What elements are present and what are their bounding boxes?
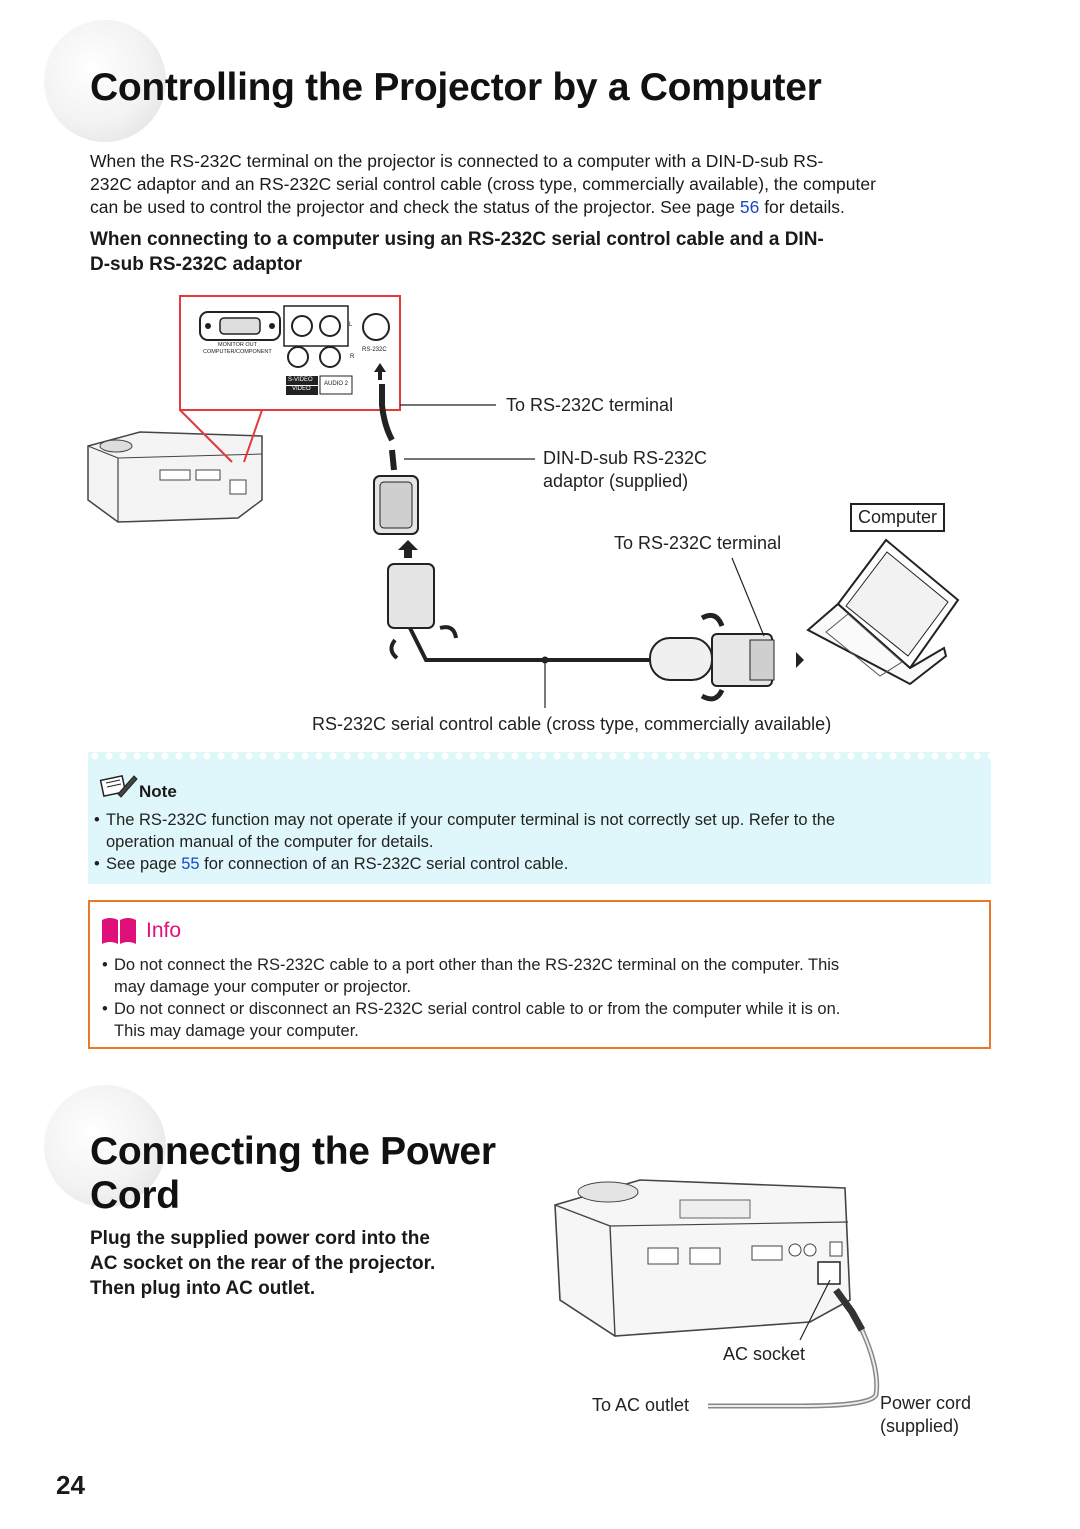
subheading-line: D-sub RS-232C adaptor — [90, 254, 303, 275]
note-item-2: • See page 55 for connection of an RS-232… — [94, 853, 984, 875]
note-text: operation manual of the computer for det… — [106, 833, 434, 851]
page-number: 24 — [56, 1470, 85, 1500]
page-link-55[interactable]: 55 — [181, 855, 200, 873]
rs232c-connection-diagram — [87, 295, 960, 708]
info-item-1: • Do not connect the RS-232C cable to a p… — [102, 954, 982, 998]
panel-label-monitor-out: MONITOR OUT — [218, 342, 258, 348]
intro-paragraph: When the RS-232C terminal on the project… — [90, 150, 995, 219]
intro-text: for details. — [759, 197, 845, 217]
panel-label-video: VIDEO — [292, 386, 311, 392]
label-power-cord-line: (supplied) — [880, 1416, 960, 1436]
instruction-line: Plug the supplied power cord into the — [90, 1228, 430, 1249]
label-power-cord: Power cord (supplied) — [880, 1392, 971, 1438]
label-to-ac-outlet: To AC outlet — [592, 1395, 690, 1415]
label-adaptor-line: adaptor (supplied) — [543, 471, 689, 491]
info-heading: Info — [146, 919, 182, 942]
panel-label-computer-component: COMPUTER/COMPONENT — [203, 349, 272, 355]
pencil-note-icon — [99, 774, 138, 798]
note-text: See page — [106, 855, 182, 873]
info-item-2: • Do not connect or disconnect an RS-232C… — [102, 998, 982, 1042]
bullet: • — [94, 811, 100, 829]
panel-label-r: R — [350, 354, 355, 360]
title-decoration-circle-2 — [44, 1085, 166, 1207]
panel-label-svideo: S-VIDEO — [288, 377, 313, 383]
panel-label-rs232c: RS-232C — [362, 347, 387, 353]
label-adaptor: DIN-D-sub RS-232C adaptor (supplied) — [543, 447, 707, 493]
bullet: • — [102, 956, 108, 974]
info-text: may damage your computer or projector. — [114, 978, 412, 996]
bullet: • — [102, 1000, 108, 1018]
section-title-power-cord: Connecting the Power Cord — [90, 1130, 496, 1218]
note-text: for connection of an RS-232C serial cont… — [199, 855, 569, 873]
info-text: Do not connect or disconnect an RS-232C … — [114, 1000, 841, 1018]
label-to-rs232c-terminal-1: To RS-232C terminal — [506, 395, 674, 415]
power-cord-diagram — [554, 1179, 880, 1409]
page-link-56[interactable]: 56 — [739, 197, 760, 217]
info-box: Info • Do not connect the RS-232C cable t… — [88, 900, 991, 1049]
book-info-icon — [102, 918, 136, 944]
label-computer: Computer — [850, 503, 946, 532]
instruction-line: Then plug into AC outlet. — [90, 1278, 316, 1299]
label-power-cord-line: Power cord — [880, 1393, 972, 1413]
note-text: The RS-232C function may not operate if … — [106, 811, 836, 829]
label-ac-socket: AC socket — [723, 1344, 806, 1364]
page-title: Controlling the Projector by a Computer — [90, 66, 822, 109]
title-decoration-circle — [44, 20, 166, 142]
note-dots-border — [88, 752, 991, 764]
note-heading: Note — [139, 782, 177, 801]
connection-subheading: When connecting to a computer using an R… — [90, 227, 995, 277]
info-text: Do not connect the RS-232C cable to a po… — [114, 956, 840, 974]
bullet: • — [94, 855, 100, 873]
instruction-line: AC socket on the rear of the projector. — [90, 1253, 436, 1274]
note-box: Note • The RS-232C function may not opera… — [88, 752, 991, 884]
power-instructions: Plug the supplied power cord into the AC… — [90, 1226, 435, 1301]
intro-text: can be used to control the projector and… — [90, 197, 740, 217]
section-title-line: Connecting the Power — [90, 1130, 496, 1173]
section-title-line: Cord — [90, 1174, 180, 1217]
intro-line: can be used to control the projector and… — [90, 196, 995, 219]
info-text: This may damage your computer. — [114, 1022, 359, 1040]
panel-label-l: L — [349, 322, 353, 328]
label-to-rs232c-terminal-2: To RS-232C terminal — [614, 533, 782, 553]
panel-label-audio2: AUDIO 2 — [324, 381, 349, 387]
label-serial-cable: RS-232C serial control cable (cross type… — [312, 714, 832, 734]
label-adaptor-line: DIN-D-sub RS-232C — [543, 448, 708, 468]
intro-line: When the RS-232C terminal on the project… — [90, 151, 824, 171]
subheading-line: When connecting to a computer using an R… — [90, 229, 824, 250]
intro-line: 232C adaptor and an RS-232C serial contr… — [90, 174, 876, 194]
note-item-1: • The RS-232C function may not operate if… — [94, 809, 984, 853]
